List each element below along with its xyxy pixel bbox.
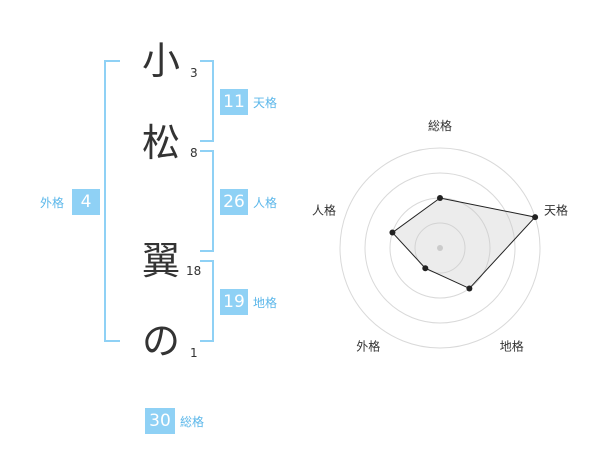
soukaku-value: 30: [145, 408, 175, 434]
radar-point-3: [466, 285, 473, 292]
radar-point-5: [389, 229, 396, 236]
radar-point-1: [437, 195, 443, 201]
radar-polygon: [391, 197, 537, 290]
radar-axis-label-3: 地格: [500, 339, 524, 354]
tenkaku-bracket: [200, 60, 214, 142]
chikaku-bracket: [200, 260, 214, 342]
radar-axis-label-2: 天格: [544, 202, 568, 217]
gaikaku-label: 外格: [40, 196, 65, 210]
tenkaku-label: 天格: [253, 96, 278, 110]
gaikaku-value: 4: [72, 189, 100, 215]
soukaku-label: 総格: [180, 415, 205, 429]
chikaku-value: 19: [220, 289, 248, 315]
radar-axis-label-4: 外格: [356, 339, 380, 354]
strokes-char-1: 3: [190, 66, 198, 80]
name-char-3: 翼: [141, 239, 180, 283]
jinkaku-bracket: [200, 150, 214, 252]
radar-ring: [364, 172, 516, 324]
strokes-char-4: 1: [190, 346, 198, 360]
gaikaku-bracket: [104, 60, 120, 342]
radar-axis-label-5: 人格: [312, 202, 336, 217]
radar-center-dot: [437, 245, 443, 251]
jinkaku-value: 26: [220, 189, 248, 215]
name-char-1: 小: [141, 39, 180, 83]
strokes-char-3: 18: [186, 264, 202, 278]
name-char-2: 松: [141, 121, 180, 165]
jinkaku-label: 人格: [253, 196, 278, 210]
radar-axis-label-1: 総格: [428, 118, 452, 133]
name-char-4: の: [141, 319, 180, 363]
radar-point-4: [422, 265, 429, 272]
radar-point-2: [532, 214, 539, 221]
radar-ring: [414, 222, 466, 274]
tenkaku-value: 11: [220, 89, 248, 115]
strokes-char-2: 8: [190, 146, 198, 160]
radar-ring: [339, 147, 541, 349]
chikaku-label: 地格: [253, 296, 278, 310]
